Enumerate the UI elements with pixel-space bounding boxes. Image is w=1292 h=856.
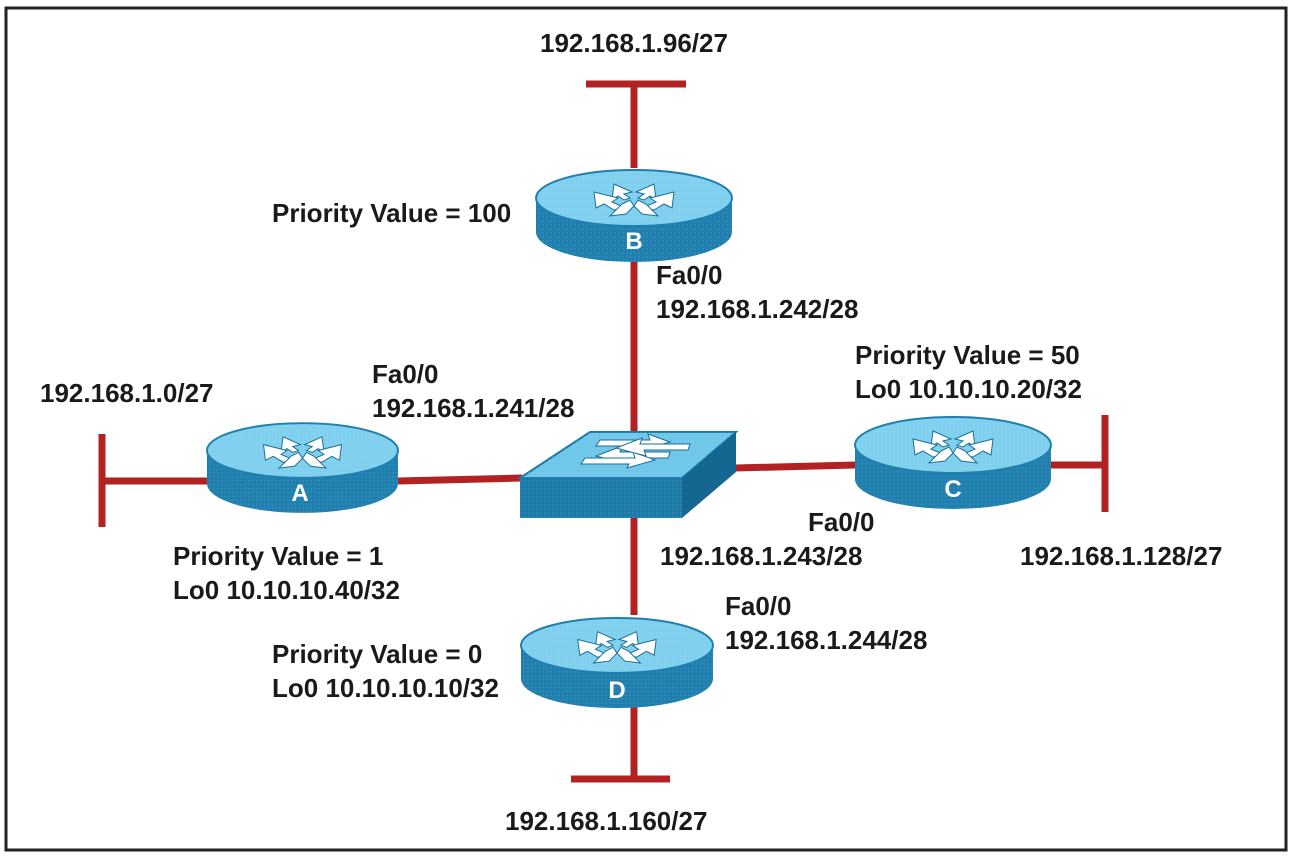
priority-label-d: Priority Value = 0: [272, 639, 482, 669]
ip-label-c: 192.168.1.243/28: [660, 541, 862, 571]
router-c: C: [854, 416, 1052, 510]
loopback-label-a: Lo0 10.10.10.40/32: [173, 575, 400, 605]
router-b-name: B: [625, 228, 642, 255]
priority-label-c: Priority Value = 50: [855, 340, 1080, 370]
switch-icon: [516, 431, 739, 518]
lan-label-b: 192.168.1.96/27: [540, 28, 728, 58]
iface-label-c: Fa0/0: [808, 507, 875, 537]
router-d-name: D: [608, 677, 625, 704]
diagram-frame: [4, 6, 1288, 852]
link-switch-c: [734, 461, 856, 472]
ip-label-d: 192.168.1.244/28: [725, 625, 927, 655]
ip-label-b: 192.168.1.242/28: [656, 294, 858, 324]
iface-label-b: Fa0/0: [656, 260, 723, 290]
link-a-switch: [397, 474, 523, 485]
ip-label-a: 192.168.1.241/28: [372, 393, 574, 423]
router-a: A: [205, 422, 400, 514]
priority-label-b: Priority Value = 100: [272, 198, 511, 228]
iface-label-d: Fa0/0: [725, 591, 792, 621]
switch: [516, 431, 739, 518]
router-b: B: [535, 169, 733, 263]
priority-label-a: Priority Value = 1: [173, 541, 383, 571]
router-d: D: [519, 616, 715, 710]
router-a-name: A: [291, 480, 308, 507]
router-c-name: C: [944, 476, 961, 503]
loopback-label-c: Lo0 10.10.10.20/32: [855, 374, 1082, 404]
lan-label-d: 192.168.1.160/27: [505, 806, 707, 836]
loopback-label-d: Lo0 10.10.10.10/32: [272, 673, 499, 703]
lan-label-c: 192.168.1.128/27: [1020, 541, 1222, 571]
labels: 192.168.1.96/27 Priority Value = 100 Fa0…: [40, 28, 1222, 836]
links: [98, 80, 1109, 783]
iface-label-a: Fa0/0: [372, 359, 439, 389]
lan-label-a: 192.168.1.0/27: [40, 378, 214, 408]
